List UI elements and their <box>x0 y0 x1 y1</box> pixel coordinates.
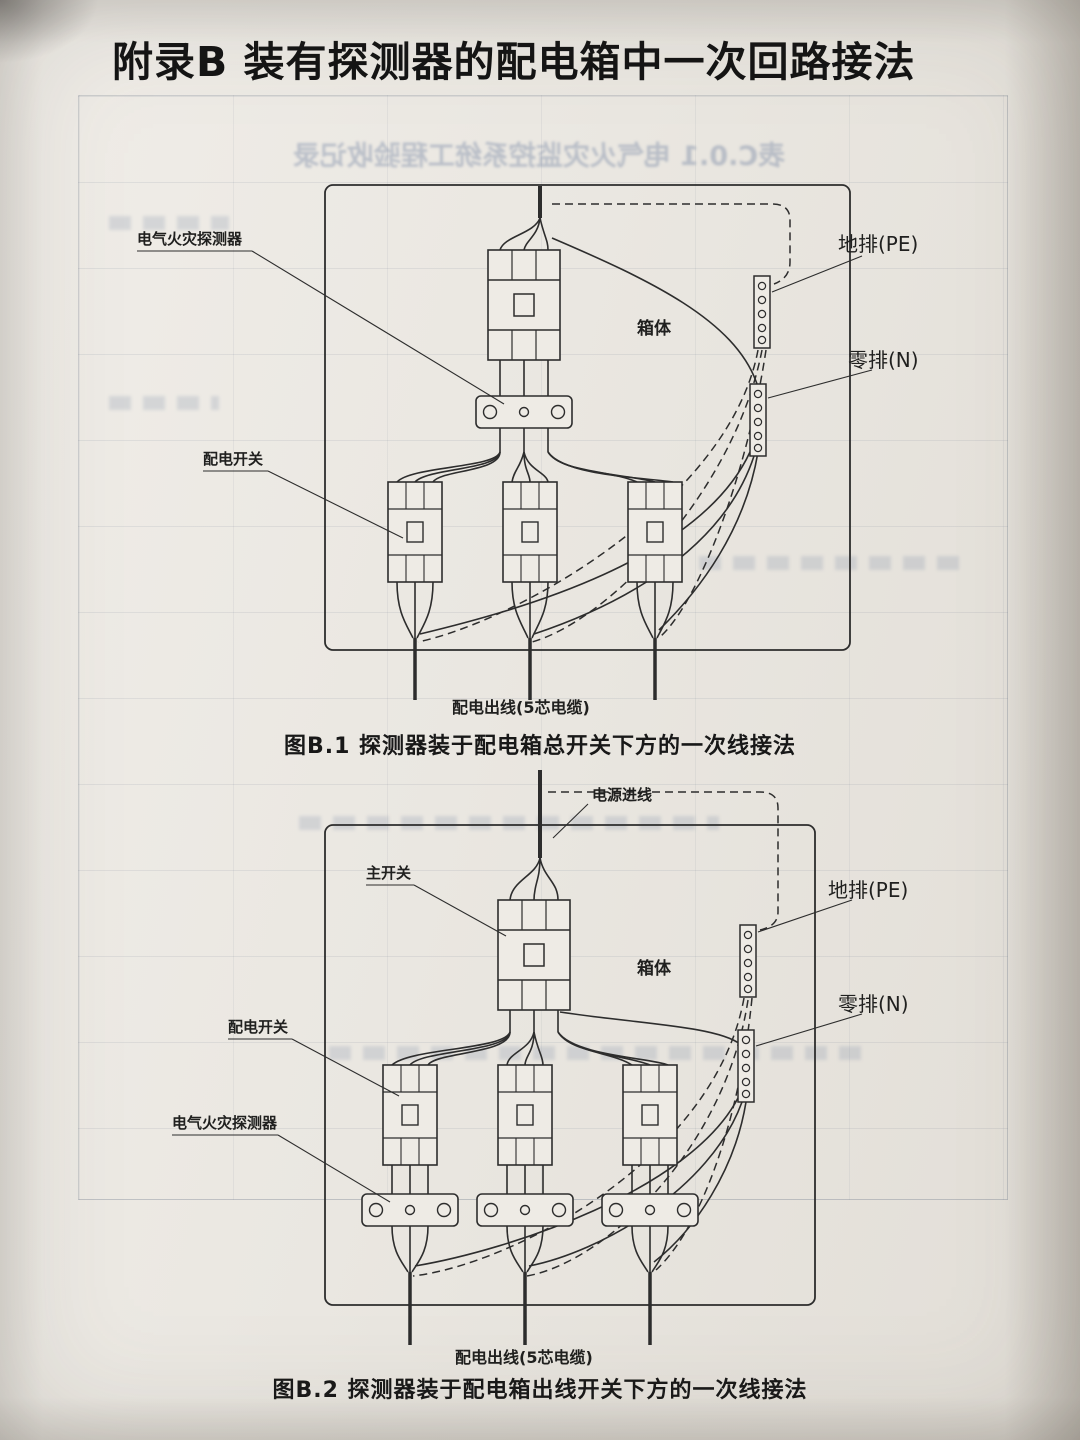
f1-distribution-breaker-middle <box>502 481 558 583</box>
f1-pe-dashed-wires <box>417 203 791 643</box>
f2-distribution-breaker-left <box>382 1064 438 1166</box>
f1-pe-bus-bar <box>753 275 771 349</box>
f2-fire-detector-left <box>361 1193 459 1227</box>
bleedthrough-smudge <box>299 816 719 830</box>
f2-fire-detector-right <box>601 1193 699 1227</box>
f2-main-breaker <box>497 899 571 1011</box>
f1-enclosure-label: 箱体 <box>637 319 671 339</box>
f2-n-bus-label: 零排(N) <box>838 992 909 1016</box>
figure1-caption: 图B.1 探测器装于配电箱总开关下方的一次线接法 <box>283 734 797 759</box>
f2-pe-bus-label: 地排(PE) <box>828 878 909 902</box>
figure1-diagram <box>137 184 873 700</box>
f1-n-bus-label: 零排(N) <box>848 348 919 372</box>
f2-incoming-label: 电源进线 <box>592 786 653 804</box>
f1-leader-lines <box>137 250 873 539</box>
f2-fire-detector-middle <box>476 1193 574 1227</box>
f1-fire-detector <box>475 395 573 429</box>
f1-distribution-breaker-left <box>387 481 443 583</box>
f2-outgoing-label: 配电出线(5芯电缆) <box>455 1348 593 1367</box>
f2-pe-dashed-wires <box>412 791 779 1277</box>
f1-circuit-wires <box>396 360 759 700</box>
f1-distribution-breaker-right <box>627 481 683 583</box>
page-title: 附录B 装有探测器的配电箱中一次回路接法 <box>112 38 916 86</box>
f2-enclosure-outline <box>324 824 816 1306</box>
figure2-caption: 图B.2 探测器装于配电箱出线开关下方的一次线接法 <box>272 1378 808 1403</box>
f2-circuit-wires <box>391 1010 747 1345</box>
bleedthrough-smudge <box>109 216 229 230</box>
bleedthrough-smudge <box>699 556 959 570</box>
f2-pe-bus-bar <box>739 924 757 998</box>
f2-detector-label: 电气火灾探测器 <box>172 1114 278 1132</box>
f1-detector-label: 电气火灾探测器 <box>137 230 243 248</box>
f1-n-bus-bar <box>749 383 767 457</box>
f1-enclosure-outline <box>324 184 851 651</box>
f2-distribution-breaker-middle <box>497 1064 553 1166</box>
f2-enclosure-label: 箱体 <box>637 959 671 979</box>
f2-distribution-switch-label: 配电开关 <box>228 1018 289 1036</box>
f2-supply-wires <box>509 770 741 1045</box>
f1-main-breaker <box>487 249 561 361</box>
bleedthrough-smudge <box>109 396 219 410</box>
f1-distribution-switch-label: 配电开关 <box>203 450 264 468</box>
f1-pe-bus-label: 地排(PE) <box>838 232 919 256</box>
figure2-diagram <box>172 770 863 1345</box>
f2-leader-lines <box>172 803 863 1203</box>
f2-distribution-breaker-right <box>622 1064 678 1166</box>
f1-outgoing-label: 配电出线(5芯电缆) <box>452 698 590 717</box>
f2-n-bus-bar <box>737 1029 755 1103</box>
f2-main-switch-label: 主开关 <box>366 864 412 882</box>
f1-supply-wires <box>499 186 758 385</box>
